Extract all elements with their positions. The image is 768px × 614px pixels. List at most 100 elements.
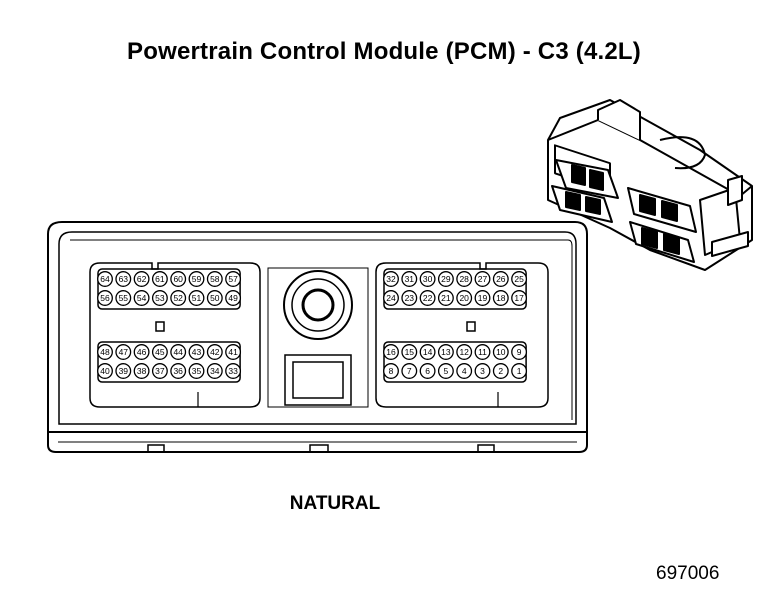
pin-number: 8 — [389, 366, 394, 376]
pin-number: 58 — [210, 274, 220, 284]
center-bolt-mid — [291, 278, 345, 332]
pin-block-lower-right — [383, 341, 527, 383]
pin-cavity — [511, 290, 528, 306]
pin-number: 45 — [155, 347, 165, 357]
pin-number: 1 — [517, 366, 522, 376]
pin-cavity — [437, 290, 454, 306]
pin-number: 40 — [100, 366, 110, 376]
pin-number: 25 — [514, 274, 524, 284]
pin-number: 48 — [100, 347, 110, 357]
connector-isometric-view — [547, 99, 753, 271]
pin-number: 28 — [459, 274, 469, 284]
pin-cavity — [188, 344, 205, 360]
pin-cavity — [170, 290, 187, 306]
pin-cavity — [170, 271, 187, 287]
pin-cavity — [474, 271, 491, 287]
pin-number: 16 — [386, 347, 396, 357]
pin-number: 55 — [119, 293, 129, 303]
flange-tab — [309, 444, 329, 453]
pin-number: 41 — [228, 347, 238, 357]
pin-cavity — [133, 363, 150, 379]
right-pin-cavity — [375, 262, 549, 408]
pin-cavity — [492, 344, 509, 360]
left-pin-cavity — [89, 262, 261, 408]
pin-number: 14 — [423, 347, 433, 357]
pin-number: 43 — [192, 347, 202, 357]
housing-rim — [70, 239, 573, 420]
pin-cavity — [206, 363, 223, 379]
pin-cavity — [511, 344, 528, 360]
pin-cavity — [456, 344, 473, 360]
pin-number: 22 — [423, 293, 433, 303]
pin-number: 27 — [478, 274, 488, 284]
pin-cavity — [419, 271, 436, 287]
pin-cavity — [419, 344, 436, 360]
pin-cavity — [97, 344, 113, 360]
pin-number: 6 — [425, 366, 430, 376]
pin-number: 24 — [386, 293, 396, 303]
pin-cavity — [188, 271, 205, 287]
pin-number: 12 — [459, 347, 469, 357]
pin-cavity — [456, 271, 473, 287]
pin-cavity — [474, 290, 491, 306]
pin-number: 60 — [173, 274, 183, 284]
pin-cavity — [456, 363, 473, 379]
pin-number: 39 — [119, 366, 129, 376]
pin-cavity — [225, 344, 242, 360]
pin-cavity — [133, 271, 150, 287]
diagram-title: Powertrain Control Module (PCM) - C3 (4.… — [127, 38, 641, 65]
pin-cavity — [401, 271, 418, 287]
pin-cavity — [151, 290, 168, 306]
pin-number: 56 — [100, 293, 110, 303]
center-bolt-inner — [301, 288, 335, 322]
pin-cavity — [437, 271, 454, 287]
pin-cavity — [225, 290, 242, 306]
pin-block-upper-right — [383, 268, 527, 310]
pin-cavity — [206, 271, 223, 287]
pin-number: 37 — [155, 366, 165, 376]
pin-cavity — [225, 271, 242, 287]
pin-cavity — [474, 363, 491, 379]
pin-cavity — [206, 290, 223, 306]
pin-number: 4 — [462, 366, 467, 376]
pin-number: 21 — [441, 293, 451, 303]
pin-cavity — [383, 344, 399, 360]
pin-number: 62 — [137, 274, 147, 284]
pin-cavity — [401, 344, 418, 360]
pin-cavity — [492, 271, 509, 287]
housing-outer-outline — [47, 221, 588, 433]
pin-number: 47 — [119, 347, 129, 357]
pin-number: 2 — [498, 366, 503, 376]
pin-cavity — [383, 271, 399, 287]
pin-number: 5 — [444, 366, 449, 376]
pin-cavity — [170, 363, 187, 379]
pin-cavity — [151, 271, 168, 287]
pin-cavity — [492, 290, 509, 306]
pin-cavity — [188, 290, 205, 306]
pin-cavity — [401, 363, 418, 379]
pin-cavity — [170, 344, 187, 360]
pin-number: 3 — [480, 366, 485, 376]
pin-number: 19 — [478, 293, 488, 303]
pin-cavity — [133, 290, 150, 306]
connector-face-view — [47, 221, 588, 453]
pin-cavity — [115, 271, 132, 287]
pin-number: 7 — [407, 366, 412, 376]
pin-number: 57 — [228, 274, 238, 284]
pin-cavity — [97, 290, 113, 306]
pin-number: 26 — [496, 274, 506, 284]
pin-number: 64 — [100, 274, 110, 284]
pin-cavity — [437, 344, 454, 360]
figure-number: 697006 — [656, 563, 720, 584]
pin-cavity — [115, 363, 132, 379]
pin-number: 38 — [137, 366, 147, 376]
pin-cavity — [206, 344, 223, 360]
pin-block-lower-left — [97, 341, 241, 383]
pin-number: 44 — [173, 347, 183, 357]
pin-number: 18 — [496, 293, 506, 303]
pin-number: 63 — [119, 274, 129, 284]
pin-number: 33 — [228, 366, 238, 376]
pin-number: 59 — [192, 274, 202, 284]
pin-cavity — [151, 363, 168, 379]
